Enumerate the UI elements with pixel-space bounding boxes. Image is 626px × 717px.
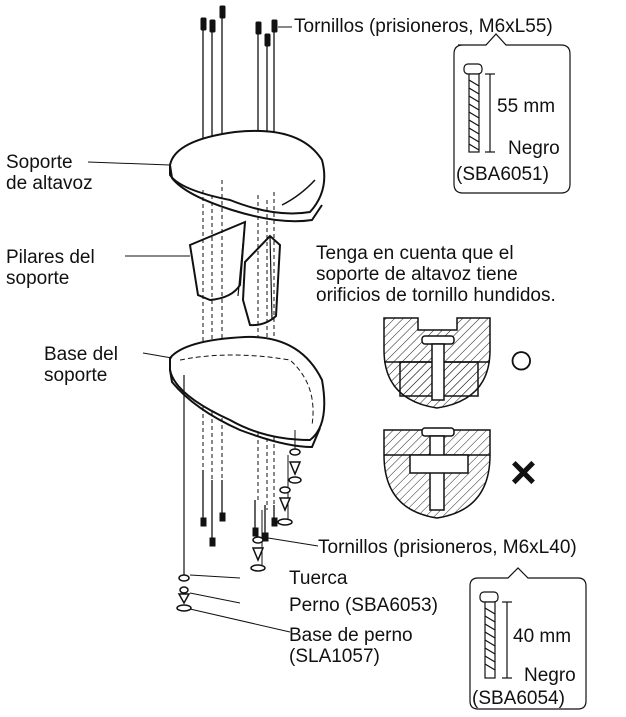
label-spike: Perno (SBA6053) <box>289 595 438 616</box>
label-speaker-support: Soporte de altavoz <box>6 152 93 194</box>
callout-top-part: (SBA6051) <box>456 164 549 185</box>
label-pillars-line2: soporte <box>6 268 70 289</box>
callout-top-color: Negro <box>508 138 560 159</box>
callout-bottom-screw <box>479 591 512 679</box>
correct-mark: ○ <box>508 335 535 384</box>
base-plate <box>169 335 326 449</box>
spike-assemblies <box>176 448 302 612</box>
pillars <box>188 220 282 327</box>
speaker-support-plate <box>169 129 326 223</box>
label-spike-base-line1: Base de perno <box>289 625 413 646</box>
wrong-mark: × <box>510 446 537 498</box>
callout-top-box <box>453 33 571 194</box>
label-base-line1: Base del <box>44 344 118 365</box>
label-base-line2: soporte <box>44 365 108 386</box>
callout-bottom-part: (SBA6054) <box>472 688 565 709</box>
note-line3: orificios de tornillo hundidos. <box>316 285 556 306</box>
label-speaker-support-line2: de altavoz <box>6 173 93 194</box>
label-base: Base del soporte <box>44 344 118 386</box>
label-speaker-support-line1: Soporte <box>6 152 73 173</box>
label-spike-base-line2: (SLA1057) <box>289 646 380 667</box>
callout-top-length: 55 mm <box>497 96 556 117</box>
label-nut: Tuerca <box>289 568 348 589</box>
label-pillars-line1: Pilares del <box>6 247 95 268</box>
label-top-screws: Tornillos (prisioneros, M6xL55) <box>294 16 553 37</box>
note-line1: Tenga en cuenta que el <box>316 243 514 264</box>
callout-bottom-box <box>469 567 587 710</box>
bottom-hardware <box>183 375 296 575</box>
callout-bottom-color: Negro <box>524 665 576 686</box>
countersunk-note: Tenga en cuenta que el soporte de altavo… <box>316 243 556 306</box>
callout-top-screw <box>463 63 495 153</box>
label-spike-base: Base de perno (SLA1057) <box>289 625 413 667</box>
label-pillars: Pilares del soporte <box>6 247 95 289</box>
callout-bottom-length: 40 mm <box>513 626 572 647</box>
section-correct <box>383 317 491 409</box>
section-wrong <box>383 427 491 519</box>
note-line2: soporte de altavoz tiene <box>316 264 518 285</box>
top-screws <box>200 5 278 198</box>
label-bottom-screws: Tornillos (prisioneros, M6xL40) <box>318 537 577 558</box>
